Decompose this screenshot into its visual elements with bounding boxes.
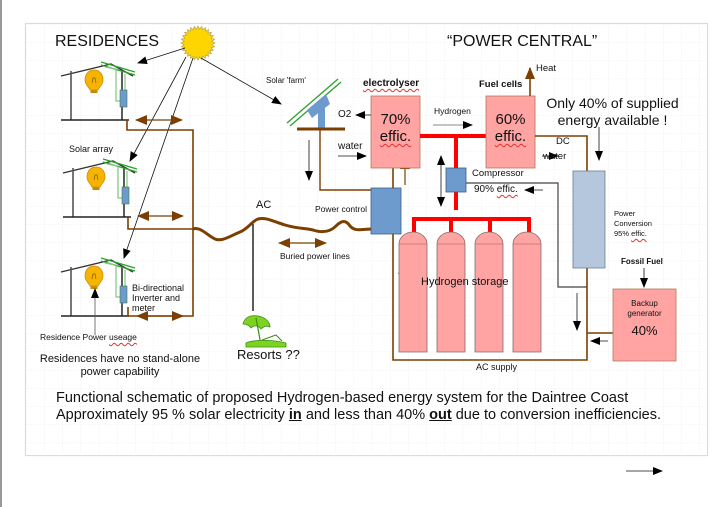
hydrogen-tank <box>398 231 428 353</box>
hydrogen-storage-label: Hydrogen storage <box>421 276 509 288</box>
heat-label: Heat <box>536 63 557 74</box>
electrolyser-water-label: water <box>338 141 363 152</box>
caption-emphasis-out: out <box>429 407 452 423</box>
compressor-efficiency: 90% effic. <box>474 184 518 196</box>
caption: Functional schematic of proposed Hydroge… <box>56 390 661 424</box>
efficiency-value: 95% <box>614 229 632 238</box>
inverter-box <box>119 89 128 108</box>
inverter-label: Bi-directional Inverter and meter <box>132 283 184 313</box>
residence-power-lines <box>126 120 194 317</box>
power-central-title: “POWER CENTRAL” <box>447 33 598 50</box>
solar-farm-label: Solar 'farm' <box>266 76 306 85</box>
sunlight-arrow-solar-farm <box>200 57 282 105</box>
inverter-label-line: meter <box>132 303 156 313</box>
solar-farm-to-power-control-line <box>319 129 393 191</box>
solar-array-label: Solar array <box>69 144 114 154</box>
hydrogen-tank <box>512 231 542 353</box>
callout-line: energy available ! <box>557 112 668 128</box>
buried-ac-power-line <box>192 217 374 242</box>
efficiency-suffix: effic. <box>494 128 527 145</box>
solar-panel <box>102 158 138 170</box>
backup-generator-box <box>612 288 677 362</box>
power-control-label: Power control <box>315 204 367 214</box>
caption-text: due to conversion inefficiencies. <box>451 407 662 423</box>
caption-text: Approximately 95 % solar electricity <box>56 407 289 423</box>
efficiency-value: 90% <box>474 184 497 195</box>
power-control-box <box>370 187 402 235</box>
sun-icon <box>180 25 216 61</box>
solar-panel <box>100 257 136 269</box>
fuel-cells-title: Fuel cells <box>479 79 523 90</box>
note-line: power capability <box>80 366 160 378</box>
resorts-label: Resorts ?? <box>237 347 300 362</box>
solar-panel <box>100 61 136 73</box>
compressor-label: Compressor <box>472 168 524 179</box>
panel-wiring <box>104 262 121 298</box>
hydrogen-label: Hydrogen <box>434 106 471 116</box>
buried-power-lines-label: Buried power lines <box>280 251 350 261</box>
sunlight-arrow-house-2 <box>129 56 187 162</box>
power-conversion-label: Power Conversion 95% effic. <box>614 209 652 239</box>
efficiency-callout: Only 40% of supplied energy available ! <box>535 95 690 129</box>
label-line: Backup <box>631 299 658 308</box>
efficiency-value: 60% <box>495 111 526 128</box>
house-2 <box>62 158 138 218</box>
sunlight-arrow-house-3 <box>123 57 194 259</box>
ac-supply-label: AC supply <box>476 362 518 372</box>
ac-supply-line <box>392 220 588 361</box>
hydrogen-tank <box>436 231 466 353</box>
ac-label: AC <box>256 199 272 211</box>
label-text: Residence Power <box>40 332 109 342</box>
caption-text: and less than 40% <box>301 407 430 423</box>
label-line: Conversion <box>614 219 652 228</box>
efficiency-suffix: effic. <box>496 184 518 195</box>
resort-umbrella-icon <box>242 315 287 348</box>
efficiency-value: 70% <box>380 111 411 128</box>
caption-emphasis-in: in <box>288 407 302 423</box>
solar-panel <box>100 64 136 76</box>
electrolyser-efficiency: 70% effic. <box>371 111 420 145</box>
o2-label: O2 <box>338 109 352 120</box>
fuel-cells-box <box>485 95 536 169</box>
sunlight-arrow-house-1 <box>137 47 186 65</box>
inverter-box <box>119 285 128 304</box>
electrolyser-title: electrolyser <box>363 78 420 89</box>
panel-wiring <box>106 163 123 199</box>
residence-power-usage-label: Residence Power useage <box>40 332 137 343</box>
hydrogen-tank <box>474 231 504 353</box>
note-line: Residences have no stand-alone <box>39 353 201 365</box>
dc-label: DC <box>556 136 570 147</box>
compressor-power-line <box>466 182 587 288</box>
fuel-cells-efficiency: 60% effic. <box>486 111 535 145</box>
inverter-label-line: Bi-directional <box>132 283 185 293</box>
fuel-cells-water-label: water <box>543 151 567 162</box>
caption-line-1: Functional schematic of proposed Hydroge… <box>56 390 629 406</box>
inverter-label-line: Inverter and <box>132 293 181 303</box>
efficiency-suffix: effic. <box>379 128 412 145</box>
efficiency-suffix: effic. <box>631 229 647 238</box>
label-line: generator <box>627 309 662 318</box>
solar-panel <box>102 161 138 173</box>
compressor-box <box>445 167 467 193</box>
fossil-fuel-label: Fossil Fuel <box>621 257 663 266</box>
solar-panel <box>100 260 136 272</box>
label-line: Power <box>614 209 636 218</box>
hydrogen-storage-tanks <box>398 231 542 353</box>
residences-note: Residences have no stand-alone power cap… <box>39 353 201 379</box>
power-conversion-box <box>572 170 606 269</box>
electrolyser-box <box>370 95 421 169</box>
backup-generator-efficiency: 40% <box>631 323 658 338</box>
label-text-misspelled: useage <box>108 332 137 342</box>
house-1 <box>60 61 136 121</box>
dc-line <box>535 135 588 175</box>
window-edge <box>0 0 2 507</box>
panel-wiring <box>104 66 121 102</box>
callout-line: Only 40% of supplied <box>546 95 679 111</box>
residences-title: RESIDENCES <box>55 33 160 50</box>
inverter-box <box>121 186 130 205</box>
solar-farm-panel <box>286 78 345 131</box>
caption-line-2: Approximately 95 % solar electricity in … <box>56 407 661 424</box>
backup-generator-label: Backup generator <box>613 299 676 319</box>
